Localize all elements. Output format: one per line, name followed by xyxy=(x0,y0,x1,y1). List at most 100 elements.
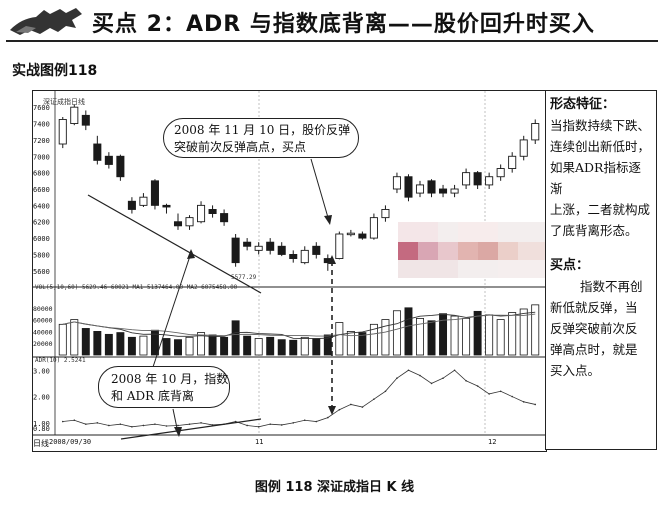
volume-bar xyxy=(404,307,413,356)
figure-caption: 图例 118 深证成指日 K 线 xyxy=(254,480,415,495)
adr-point xyxy=(154,423,156,425)
candle-body xyxy=(231,237,240,264)
volume-bar xyxy=(104,333,113,356)
adr-point xyxy=(465,379,467,382)
volume-bar xyxy=(335,322,344,356)
volume-bar xyxy=(485,314,494,356)
volume-bar xyxy=(277,339,286,356)
buy-point-arrowhead xyxy=(324,215,332,225)
candle-body xyxy=(58,119,67,145)
price-tick-label: 7400 xyxy=(33,121,50,129)
volume-bar xyxy=(81,328,90,356)
adr-point xyxy=(384,390,387,393)
volume-bar xyxy=(208,334,217,356)
price-tick-label: 6000 xyxy=(33,235,50,243)
candle-body xyxy=(508,155,517,169)
volume-ma-line xyxy=(62,311,536,340)
divergence-callout: 2008 年 10 月，指数 和 ADR 底背离 xyxy=(98,366,230,408)
volume-bar xyxy=(416,318,424,356)
volume-bar xyxy=(231,320,240,356)
candle-body xyxy=(462,172,471,186)
adr-header: ADR(10) 2.5241 xyxy=(35,357,86,364)
volume-tick-label: 60000 xyxy=(33,317,53,325)
adr-point xyxy=(292,422,295,424)
candle-body xyxy=(358,233,367,239)
candle-body xyxy=(220,213,229,223)
low-label: 5577.29 xyxy=(231,274,257,281)
buy-point-callout: 2008 年 11 月 10 日，股价反弹 突破前次反弹高点，买点 xyxy=(163,118,359,158)
buy-line-4: 弹高点时，就是 xyxy=(550,342,638,357)
volume-tick-label: 20000 xyxy=(33,340,53,348)
adr-point xyxy=(131,425,133,428)
adr-point xyxy=(315,420,318,423)
volume-bar xyxy=(174,339,182,356)
adr-point xyxy=(522,401,525,403)
volume-bar xyxy=(127,336,136,356)
adr-point xyxy=(269,423,271,425)
candle-body xyxy=(450,188,459,194)
volume-bar xyxy=(58,323,67,356)
volume-bar xyxy=(496,319,505,356)
adr-point xyxy=(488,393,490,395)
volume-bar xyxy=(473,310,482,356)
adr-point xyxy=(85,423,87,425)
price-tick-label: 7600 xyxy=(33,104,50,112)
volume-bar xyxy=(450,315,459,356)
adr-point xyxy=(419,374,421,377)
volume-bar xyxy=(243,335,252,356)
price-tick-label: 7000 xyxy=(33,153,50,161)
price-tick-label: 5800 xyxy=(33,251,50,259)
chart-canvas: 7600740072007000680066006400620060005800… xyxy=(33,91,546,448)
candle-body xyxy=(150,180,159,206)
features-line-4: 上涨，二者就构成 xyxy=(550,202,651,217)
buy-line-5: 买入点。 xyxy=(550,363,601,378)
candle-body xyxy=(173,221,183,227)
candle-body xyxy=(473,172,482,186)
dashed-arrowhead-up xyxy=(328,255,336,264)
volume-ma-line xyxy=(62,313,536,337)
adr-point xyxy=(303,419,306,422)
volume-bar xyxy=(519,308,528,356)
volume-bar xyxy=(369,323,378,356)
volume-bar xyxy=(197,332,206,356)
candle-body xyxy=(531,123,540,141)
volume-bar xyxy=(254,338,263,356)
price-tick-label: 5600 xyxy=(33,268,50,276)
adr-point xyxy=(361,406,364,408)
adr-point xyxy=(476,385,479,387)
candle-body xyxy=(277,245,286,255)
adr-point xyxy=(177,424,179,427)
adr-point xyxy=(396,377,398,379)
candle-body xyxy=(127,200,136,210)
adr-point xyxy=(430,382,433,385)
volume-bar xyxy=(139,335,148,356)
candle-body xyxy=(496,168,505,178)
volume-bar xyxy=(93,330,102,356)
downtrend-line xyxy=(87,194,262,294)
buy-line-2: 新低就反弹，当 xyxy=(550,300,638,315)
candle-body xyxy=(335,233,344,259)
volume-bar xyxy=(220,336,229,356)
volume-bar xyxy=(427,320,436,356)
adr-point xyxy=(96,422,99,424)
candle-body xyxy=(139,196,148,206)
adr-point xyxy=(234,420,237,423)
adr-point xyxy=(188,423,191,425)
candle-body xyxy=(81,114,90,126)
volume-bar xyxy=(392,310,401,356)
adr-point xyxy=(442,377,444,379)
adr-point xyxy=(534,403,537,406)
candle-body xyxy=(392,176,401,190)
adr-point xyxy=(119,423,122,425)
volume-bar xyxy=(381,319,390,356)
candle-body xyxy=(300,249,309,264)
adr-point xyxy=(338,408,341,411)
volume-bar xyxy=(358,332,367,356)
adr-tick-label: 2.00 xyxy=(33,394,50,402)
candle-body xyxy=(415,184,425,194)
candle-body xyxy=(104,155,113,165)
volume-tick-label: 80000 xyxy=(33,305,53,313)
volume-bar xyxy=(70,319,79,356)
volume-bar xyxy=(116,332,125,356)
buy-point-callout-line2: 突破前次反弹高点，买点 xyxy=(174,140,307,154)
